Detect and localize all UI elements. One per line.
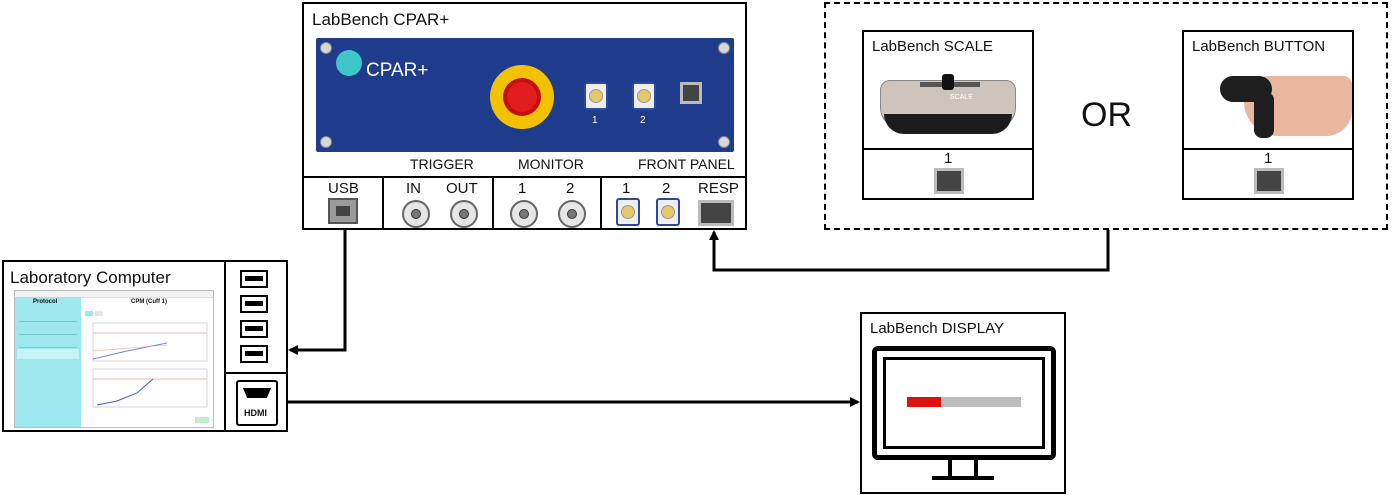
group-label-front-panel: FRONT PANEL (638, 156, 735, 172)
scale-device: LabBench SCALE SCALE 1 (862, 30, 1034, 200)
usb-cable-arrow (288, 228, 347, 355)
trigger-out-label: OUT (446, 180, 478, 197)
usb-a-port-icon (240, 295, 268, 313)
lemo-connector-icon (656, 198, 680, 226)
bnc-connector-icon (558, 200, 586, 228)
rj45-jack-icon (698, 200, 734, 226)
front-panel-1-label: 1 (622, 180, 631, 197)
cpm-chart-title: CPM (Cuff 1) (131, 299, 167, 305)
computer-title: Laboratory Computer (10, 268, 171, 287)
usb-b-icon (328, 198, 358, 224)
resp-label: RESP (698, 180, 739, 197)
screw-icon (320, 136, 332, 148)
usb-label: USB (328, 180, 359, 197)
labbench-display: LabBench DISPLAY (860, 312, 1066, 494)
front-panel-2-label: 2 (662, 180, 671, 197)
button-device: LabBench BUTTON 1 (1182, 30, 1354, 200)
cpar-logo-text: CPAR+ (366, 60, 429, 81)
monitor-icon (872, 346, 1056, 460)
emergency-stop-button[interactable] (507, 82, 537, 112)
scale-logo-text: SCALE (950, 94, 973, 101)
screw-icon (320, 42, 332, 54)
monitor-stand (948, 458, 978, 478)
scale-port-label: 1 (944, 150, 953, 167)
protocol-sidebar: Protocol (15, 297, 81, 427)
labbench-app-window: Protocol CPM (Cuff 1) (14, 290, 214, 428)
rj45-jack-icon (680, 82, 702, 104)
group-label-trigger: TRIGGER (410, 156, 474, 172)
cpm-plots (92, 322, 208, 408)
cpar-device: LabBench CPAR+ CPAR+ 1 2 TRIGGER MONITOR… (302, 2, 747, 230)
screw-icon (718, 136, 730, 148)
rj45-jack-icon (1254, 168, 1284, 194)
bnc-connector-icon (402, 200, 430, 228)
hand-button-image (1214, 66, 1352, 146)
back-panel-strip: USB IN OUT 1 2 1 2 RESP (304, 176, 745, 230)
usb-a-port-icon (240, 320, 268, 338)
or-label: OR (1081, 96, 1132, 134)
scale-title: LabBench SCALE (872, 38, 993, 55)
resp-cable-arrow (709, 230, 1110, 272)
cpar-logo-icon (336, 50, 362, 76)
front-port-2-label: 2 (640, 115, 646, 126)
response-device-options: LabBench SCALE SCALE 1 OR LabBench BUTTO… (824, 2, 1388, 230)
progress-bar-fill (907, 397, 942, 407)
cpar-title: LabBench CPAR+ (312, 10, 450, 29)
usb-a-port-icon (240, 270, 268, 288)
trigger-in-label: IN (406, 180, 421, 197)
lemo-connector-icon (632, 82, 656, 110)
monitor-2-label: 2 (566, 180, 575, 197)
scale-image: SCALE (880, 70, 1016, 140)
hdmi-label: HDMI (244, 408, 267, 418)
group-label-monitor: MONITOR (518, 156, 584, 172)
cpar-front-panel: CPAR+ 1 2 (316, 38, 734, 152)
monitor-base (932, 476, 994, 480)
bnc-connector-icon (510, 200, 538, 228)
display-title: LabBench DISPLAY (870, 320, 1004, 337)
protocol-heading: Protocol (33, 299, 58, 305)
hdmi-port-icon: HDMI (236, 380, 278, 426)
button-title: LabBench BUTTON (1192, 38, 1326, 55)
screw-icon (718, 42, 730, 54)
usb-a-port-icon (240, 345, 268, 363)
rj45-jack-icon (934, 168, 964, 194)
laboratory-computer: Laboratory Computer Protocol CPM (Cuff 1… (2, 260, 288, 432)
progress-bar (907, 397, 1021, 407)
front-port-1-label: 1 (592, 115, 598, 126)
lemo-connector-icon (584, 82, 608, 110)
bnc-connector-icon (450, 200, 478, 228)
button-port-label: 1 (1264, 150, 1273, 167)
monitor-1-label: 1 (518, 180, 527, 197)
lemo-connector-icon (616, 198, 640, 226)
